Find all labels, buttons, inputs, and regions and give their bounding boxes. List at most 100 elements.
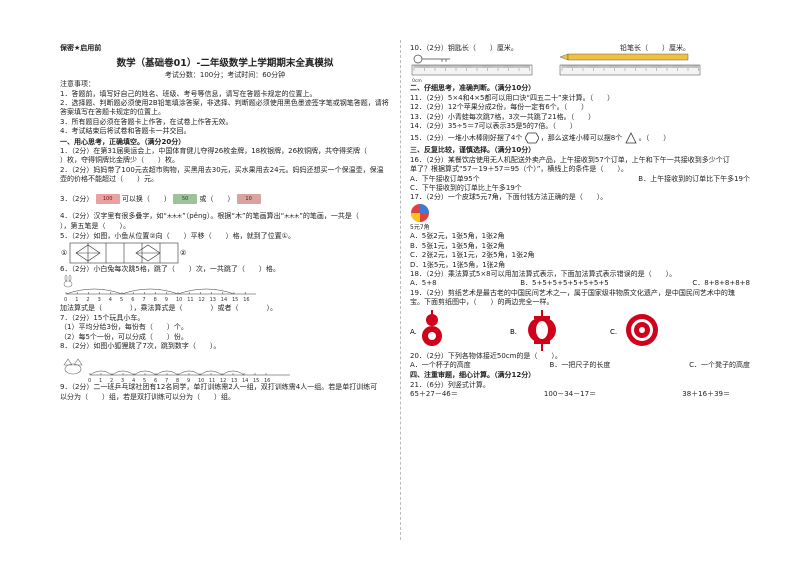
tick-label: 13 xyxy=(210,297,216,303)
q16-option-b[interactable]: B．上午接收到的订单比下午多19个 xyxy=(638,174,750,183)
banknote-50-icon: 50 xyxy=(173,193,198,204)
q20-options: A．一个杯子的高度 B．一把尺子的长度 C．一个凳子的高度 xyxy=(410,361,750,370)
q19-line: 19．（2分）剪纸艺术是最古老的中国民间艺术之一，属于国家级非物质文化遗产，是中… xyxy=(410,288,735,297)
q17-option[interactable]: A．5张2元，1张5角，1张2角 xyxy=(410,232,505,241)
q20-option-a[interactable]: A．一个杯子的高度 xyxy=(410,360,471,369)
q17-option[interactable]: D．1张5元，1张5角，1张2角 xyxy=(410,260,506,269)
triangle-icon xyxy=(624,132,637,144)
q3-text2: 或（ ） xyxy=(199,194,235,203)
tick-label: 4 xyxy=(109,297,112,303)
tick-label: 8 xyxy=(176,378,179,383)
tick-label: 14 xyxy=(242,378,248,383)
q1-line: 1．（2分）在第31届奥运会上，中国体育健儿夺得26枚金牌，18枚银牌，26枚铜… xyxy=(60,147,368,156)
exam-meta: 考试分数：100分；考试时间：60分钟 xyxy=(164,70,286,79)
section-1-heading: 一、用心思考，正确填空。（满分20分） xyxy=(60,137,186,146)
note-item: 答案填写在答题卡规定的位置上。 xyxy=(60,108,165,117)
q20-option-b[interactable]: B．一把尺子的长度 xyxy=(549,360,611,369)
judge-item: 14．（2分）35÷5＝7可以表示35是5的7倍。（ ） xyxy=(410,122,577,131)
q4-line: 4．（2分）汉字里有很多叠字，如“木木木”（pěng）。根据“木”的笔画算出“木… xyxy=(60,211,359,220)
tick-label: 0 xyxy=(64,297,67,303)
q18-text: 18．（2分）乘法算式5×8可以用加法算式表示，下面加法算式表示错误的是（ ）。 xyxy=(410,269,677,278)
tick-label: 11 xyxy=(209,378,215,383)
q6-after: 加法算式是（ ），乘法算式是（ ）或者（ ）。 xyxy=(60,304,277,313)
q5-grid-figure: ① ② xyxy=(61,242,186,264)
banknote-10-icon: 10 xyxy=(236,193,261,204)
q16-option-c[interactable]: C．下午接收到的订单比上午多19个 xyxy=(410,184,522,193)
lantern-papercut-icon xyxy=(528,309,556,351)
q7-line: （2）每5个一份，可以分成（ ）份。 xyxy=(60,332,188,341)
ruler-start-label: 0cm xyxy=(412,78,422,83)
section-3-heading: 三、反复比较，谨慎选择。（满分10分） xyxy=(410,146,536,155)
judge-item: 11．（2分）5×4和4×5都可以用口诀“四五二十”来计算。（ ） xyxy=(410,93,615,102)
tick-label: 15 xyxy=(253,378,259,383)
note-item: 3．所有题目必须在答题卡上作答，在试卷上作答无效。 xyxy=(60,117,233,126)
q17-price: 5元7角 xyxy=(410,223,430,231)
page-title: 数学（基础卷01）-二年级数学上学期期末全真模拟 xyxy=(116,58,334,70)
q20-text: 20．（2分）下列各物体接近50cm的是（ ）。 xyxy=(410,351,562,360)
left-column: 保密★启用前 数学（基础卷01）-二年级数学上学期期末全真模拟 考试分数：100… xyxy=(60,44,390,402)
hexagon-icon xyxy=(524,133,539,144)
q17-option[interactable]: B．5张1元，1张5角，1张2角 xyxy=(410,241,505,250)
tick-label: 3 xyxy=(98,297,101,303)
tick-label: 8 xyxy=(154,297,157,303)
q21-expr: 100－34－17＝ xyxy=(543,390,597,399)
q8-text: 8．（2分）如图小狐狸跳了7次，跳到数字（ ）。 xyxy=(60,341,221,350)
position-1-label: ① xyxy=(61,249,67,257)
note-item: 2．选择题、判断题必须使用2B铅笔填涂答案，非选择、判断题必须使用黑色墨迹签字笔… xyxy=(60,99,389,108)
q4-char: 木木木 xyxy=(167,213,183,220)
tick-label: 9 xyxy=(165,297,168,303)
tick-label: 0 xyxy=(88,378,91,383)
q4-char: 木木木 xyxy=(284,213,300,220)
q2-line: 壶的价格不能超过（ ）元。 xyxy=(60,175,158,184)
rabbit-icon xyxy=(63,275,73,288)
judge-item: 13．（2分）小青蛙每次跳7格，3次一共跳了21格。（ ） xyxy=(410,112,596,121)
tick-label: 3 xyxy=(121,378,124,383)
q16-option-a[interactable]: A．下午接收订单95个 xyxy=(410,174,480,183)
q7-line: （1）平均分给3份，每份有（ ）个。 xyxy=(60,323,188,332)
q3-text1: 可以换（ ） xyxy=(121,194,171,203)
note-item: 1．答题前，填写好自己的姓名、班级、考号等信息，请写在答题卡规定的位置上。 xyxy=(60,89,317,98)
tick-label: 10 xyxy=(176,297,182,303)
q9-line: 9．（2分）二一班乒乓球社团有12名同学，单打训练需2人一组，双打训练需4人一组… xyxy=(60,383,378,392)
tick-label: 1 xyxy=(99,378,102,383)
tick-label: 9 xyxy=(187,378,190,383)
tick-label: 1 xyxy=(75,297,78,303)
tick-label: 6 xyxy=(154,378,157,383)
tick-label: 15 xyxy=(232,297,238,303)
position-2-label: ② xyxy=(180,249,186,257)
q15-line: 15．（2分）一堆小木棒刚好摆了4个 ，那么这堆小棒可以摆8个 。（ ） xyxy=(410,132,671,144)
tick-label: 2 xyxy=(110,378,113,383)
q18-option-a[interactable]: A．5+8 xyxy=(410,279,437,288)
column-divider xyxy=(400,40,401,540)
tick-label: 16 xyxy=(243,297,249,303)
q16-line: 单了？根据算式“57－19＋57＝95（个）”，横线上的条件是（ ）。 xyxy=(410,165,628,174)
judge-item: 12．（2分）12个苹果分成2份，每份一定有6个。（ ） xyxy=(410,103,589,112)
papercut-label-c: C. xyxy=(610,328,617,336)
q4-line: ），第五笔是（ ）。 xyxy=(60,222,130,231)
gourd-papercut-icon xyxy=(422,309,442,346)
q18-option-b[interactable]: B．5+5+5+5+5+5+5+5 xyxy=(520,279,609,288)
q18-options: A．5+8 B．5+5+5+5+5+5+5+5 C．8+8+8+8+8 xyxy=(410,279,750,288)
q7-line: 7．（2分）15个玩具小车。 xyxy=(60,313,145,322)
q21-expressions: 65＋27－46＝ 100－34－17＝ 38＋16＋39＝ xyxy=(410,390,750,399)
q20-option-c[interactable]: C．一个凳子的高度 xyxy=(689,360,750,369)
tick-label: 7 xyxy=(142,297,145,303)
tick-label: 6 xyxy=(131,297,134,303)
q10-text2: 铅笔长（ ）厘米。 xyxy=(620,44,690,52)
q1-line: ）枚，夺得铜牌比金牌少（ ）枚。 xyxy=(60,156,179,165)
q3-prefix: 3．（2分） xyxy=(60,194,94,203)
tick-label: 10 xyxy=(198,378,204,383)
q19-line: 宝。下面剪纸图中，（ ）的两边完全一样。 xyxy=(410,298,554,307)
q9-line: 以分为（ ）组，若是双打训练可以分为（ ）组。 xyxy=(60,392,235,401)
q18-option-c[interactable]: C．8+8+8+8+8 xyxy=(692,279,750,288)
note-item: 4．考试结束后将试卷和答题卡一并交回。 xyxy=(60,127,191,136)
q17-option[interactable]: C．2张2元，1张1元，2张5角，1张2角 xyxy=(410,251,535,260)
q10-text1: 10．（2分）钥匙长（ ）厘米。 xyxy=(410,44,518,52)
q5-text: 5．（2分）如图，小鱼从位置②向（ ）平移（ ）格，就到了位置①。 xyxy=(60,231,295,240)
papercut-label-a: A. xyxy=(410,328,417,336)
q21-text: 21．（6分）列竖式计算。 xyxy=(410,380,490,389)
q10-line: 10．（2分）钥匙长（ ）厘米。 铅笔长（ ）厘米。 xyxy=(410,44,750,53)
